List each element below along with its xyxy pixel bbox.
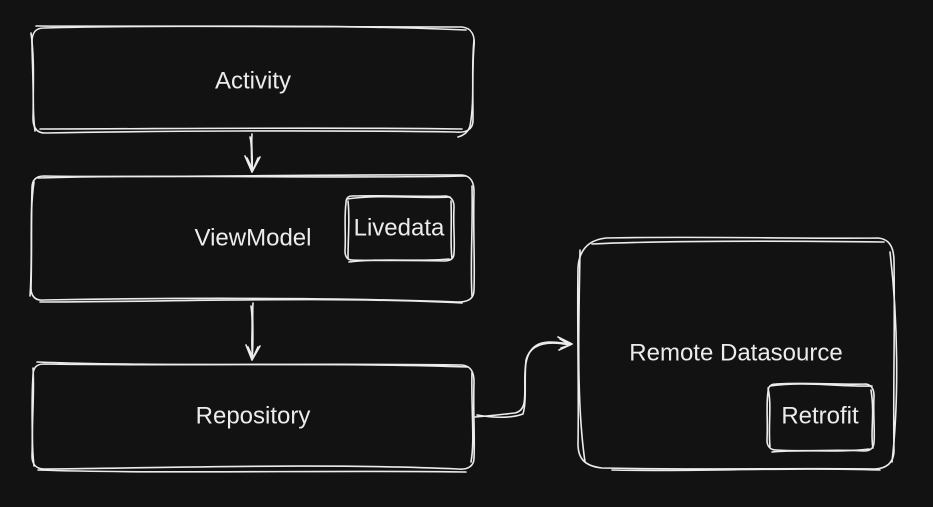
retrofit-box-sketch bbox=[767, 383, 874, 453]
arrow-repository-to-remote-datasource bbox=[474, 336, 573, 418]
remote-datasource-node[interactable]: Remote Datasource Retrofit bbox=[576, 236, 898, 472]
arrow-head bbox=[244, 155, 261, 173]
arrow-connector-sketch bbox=[476, 342, 571, 418]
viewmodel-box-sketch bbox=[29, 175, 474, 304]
activity-node[interactable]: Activity bbox=[30, 25, 475, 138]
retrofit-label: Retrofit bbox=[781, 402, 859, 429]
retrofit-node[interactable]: Retrofit bbox=[766, 382, 876, 453]
remote-datasource-label: Remote Datasource bbox=[629, 339, 842, 366]
arrow-shaft bbox=[250, 302, 254, 361]
repository-label: Repository bbox=[196, 402, 311, 429]
livedata-label: Livedata bbox=[354, 214, 445, 241]
repository-node[interactable]: Repository bbox=[31, 361, 476, 473]
viewmodel-node[interactable]: ViewModel Livedata bbox=[29, 174, 476, 304]
livedata-node[interactable]: Livedata bbox=[344, 194, 456, 263]
retrofit-box-outline bbox=[766, 382, 876, 452]
activity-label: Activity bbox=[215, 67, 291, 94]
arrow-activity-to-viewmodel bbox=[244, 133, 261, 173]
arrow-head bbox=[557, 336, 573, 351]
arrow-connector bbox=[474, 341, 573, 418]
livedata-box-sketch bbox=[346, 195, 453, 263]
arrow-viewmodel-to-repository bbox=[245, 302, 261, 361]
activity-box-sketch bbox=[30, 25, 475, 138]
arrow-head bbox=[245, 344, 261, 361]
repository-box-sketch bbox=[31, 361, 474, 473]
remote-datasource-box-sketch bbox=[577, 240, 898, 472]
viewmodel-label: ViewModel bbox=[195, 224, 312, 251]
